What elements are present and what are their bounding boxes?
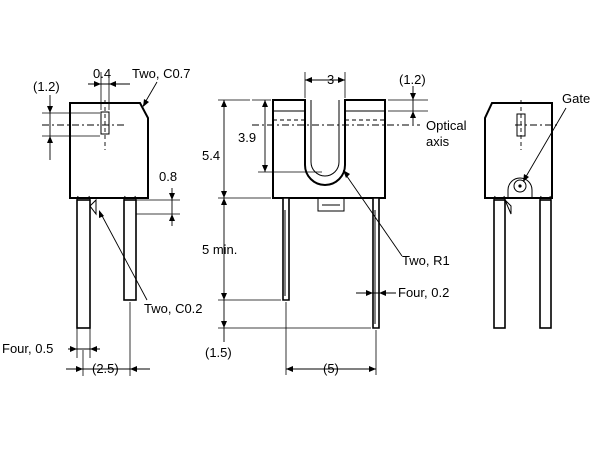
dim-left-width: (1.2) <box>33 79 60 94</box>
left-pin-front <box>76 199 91 329</box>
dim-lead-length: 5 min. <box>202 242 237 257</box>
dim-left-pin-width-group: Four, 0.5 <box>2 328 100 358</box>
dim-right-top-group: (1.2) <box>388 72 428 124</box>
right-pin-back <box>539 199 552 329</box>
dim-left-width-group: (1.2) <box>33 79 60 160</box>
dim-left-pin-pitch: (2.5) <box>92 361 119 376</box>
dim-tip-length: (1.5) <box>205 345 232 360</box>
dim-slot-width-group: 3 <box>304 72 346 98</box>
dim-left-pin-width: Four, 0.5 <box>2 341 53 356</box>
left-window <box>100 111 110 135</box>
dim-lead-pitch: (5) <box>323 361 339 376</box>
dim-slot-width: 3 <box>327 72 334 87</box>
gate-label: Gate <box>562 91 590 106</box>
optical-axis-label-line1: Optical <box>426 118 467 133</box>
center-lead-right <box>372 197 380 329</box>
center-body-outline <box>272 99 386 199</box>
dim-lead-width-group: Four, 0.2 <box>356 285 449 300</box>
dim-left-chamfer-group: Two, C0.7 <box>132 66 191 107</box>
center-lead-left <box>282 197 290 301</box>
right-pin-front <box>493 199 506 329</box>
dim-left-pin-pitch-group: (2.5) <box>66 302 150 376</box>
center-slot-inner <box>310 100 340 177</box>
dim-slot-radius: Two, R1 <box>402 253 450 268</box>
dim-slot-depth-group: 3.9 <box>238 99 322 173</box>
side-view-left <box>42 100 180 329</box>
dim-left-pin-step-group: 0.8 <box>159 169 177 226</box>
dim-lead-length-group: 5 min. <box>202 198 281 301</box>
dim-lead-width: Four, 0.2 <box>398 285 449 300</box>
dim-left-pin-chamfer: Two, C0.2 <box>144 301 203 316</box>
dim-lead-pitch-group: (5) <box>285 302 377 376</box>
dim-left-pin-step: 0.8 <box>159 169 177 184</box>
right-body-outline <box>484 102 553 199</box>
dim-slot-radius-group: Two, R1 <box>343 170 450 268</box>
dim-body-height: 5.4 <box>202 148 220 163</box>
left-body-outline <box>69 102 149 199</box>
dim-tip-length-group: (1.5) <box>205 300 371 360</box>
dim-left-offset: 0.4 <box>93 66 111 81</box>
dim-left-offset-group: 0.4 <box>88 66 130 110</box>
dim-body-height-group: 5.4 <box>202 99 271 199</box>
side-view-right <box>484 100 560 329</box>
dim-left-chamfer: Two, C0.7 <box>132 66 191 81</box>
optical-axis-label-line2: axis <box>426 134 450 149</box>
optical-axis-label-group: Optical axis <box>426 118 467 149</box>
gate-label-group: Gate <box>523 91 590 182</box>
dim-slot-depth: 3.9 <box>238 130 256 145</box>
dim-left-pin-chamfer-group: Two, C0.2 <box>99 210 203 316</box>
front-view-center <box>252 99 420 329</box>
gate-marker <box>513 179 527 193</box>
gate-boss <box>507 177 533 198</box>
dim-right-top: (1.2) <box>399 72 426 87</box>
left-pin-back <box>123 199 137 301</box>
center-tab <box>317 198 345 212</box>
